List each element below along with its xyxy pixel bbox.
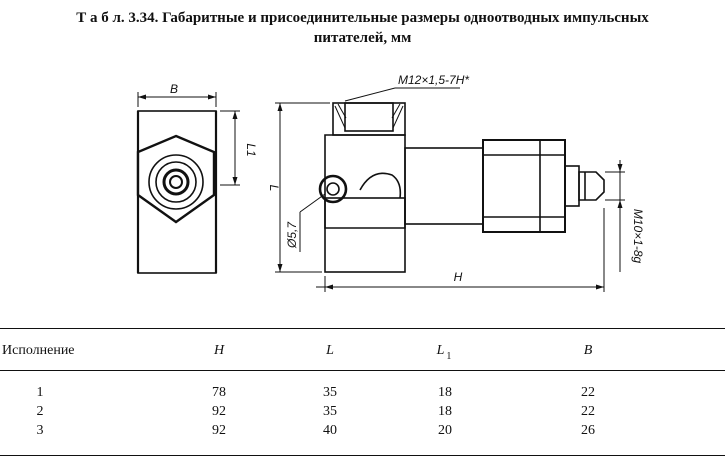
cell-b: 26: [581, 423, 595, 438]
title-line-1: Т а б л. 3.34. Габаритные и присоедините…: [76, 10, 649, 26]
dim-label-l: L: [267, 185, 281, 192]
col-header-version: Исполнение: [2, 343, 75, 358]
cell-l1: 18: [438, 385, 452, 400]
cell-b: 22: [581, 404, 595, 419]
dim-label-hole: Ø5,7: [285, 221, 299, 249]
cell-h: 92: [212, 404, 226, 419]
title-line-2: питателей, мм: [313, 30, 412, 46]
col-header-l1-sub: 1: [446, 351, 452, 362]
cell-l: 35: [323, 404, 337, 419]
left-view: [136, 92, 240, 274]
dim-label-thread: M12×1,5-7H*: [398, 73, 469, 87]
col-header-h: H: [213, 343, 225, 358]
front-view: [275, 87, 625, 292]
cell-version: 3: [36, 423, 44, 438]
cell-l: 40: [323, 423, 337, 438]
cell-h: 78: [212, 385, 226, 400]
dim-label-b: B: [170, 82, 178, 96]
col-header-l1-letter: L: [436, 343, 445, 358]
dim-label-l1: L1: [244, 143, 258, 156]
cell-l: 35: [323, 385, 337, 400]
table-bottom-rule: [0, 455, 725, 456]
cell-b: 22: [581, 385, 595, 400]
col-header-b: B: [583, 343, 593, 358]
table-top-rule: [0, 328, 725, 329]
cell-h: 92: [212, 423, 226, 438]
cell-l1: 18: [438, 404, 452, 419]
technical-drawing: B L1 L H M12×1,5-7H* Ø5,7 M10×1-8g: [136, 73, 645, 292]
table-header-rule: [0, 370, 725, 371]
cell-version: 1: [36, 385, 44, 400]
cell-l1: 20: [438, 423, 452, 438]
dim-label-h: H: [454, 270, 463, 284]
table-title: Т а б л. 3.34. Габаритные и присоедините…: [0, 8, 725, 48]
dim-label-fitting: M10×1-8g: [631, 209, 645, 264]
col-header-l: L: [326, 343, 334, 358]
cell-version: 2: [36, 404, 44, 419]
